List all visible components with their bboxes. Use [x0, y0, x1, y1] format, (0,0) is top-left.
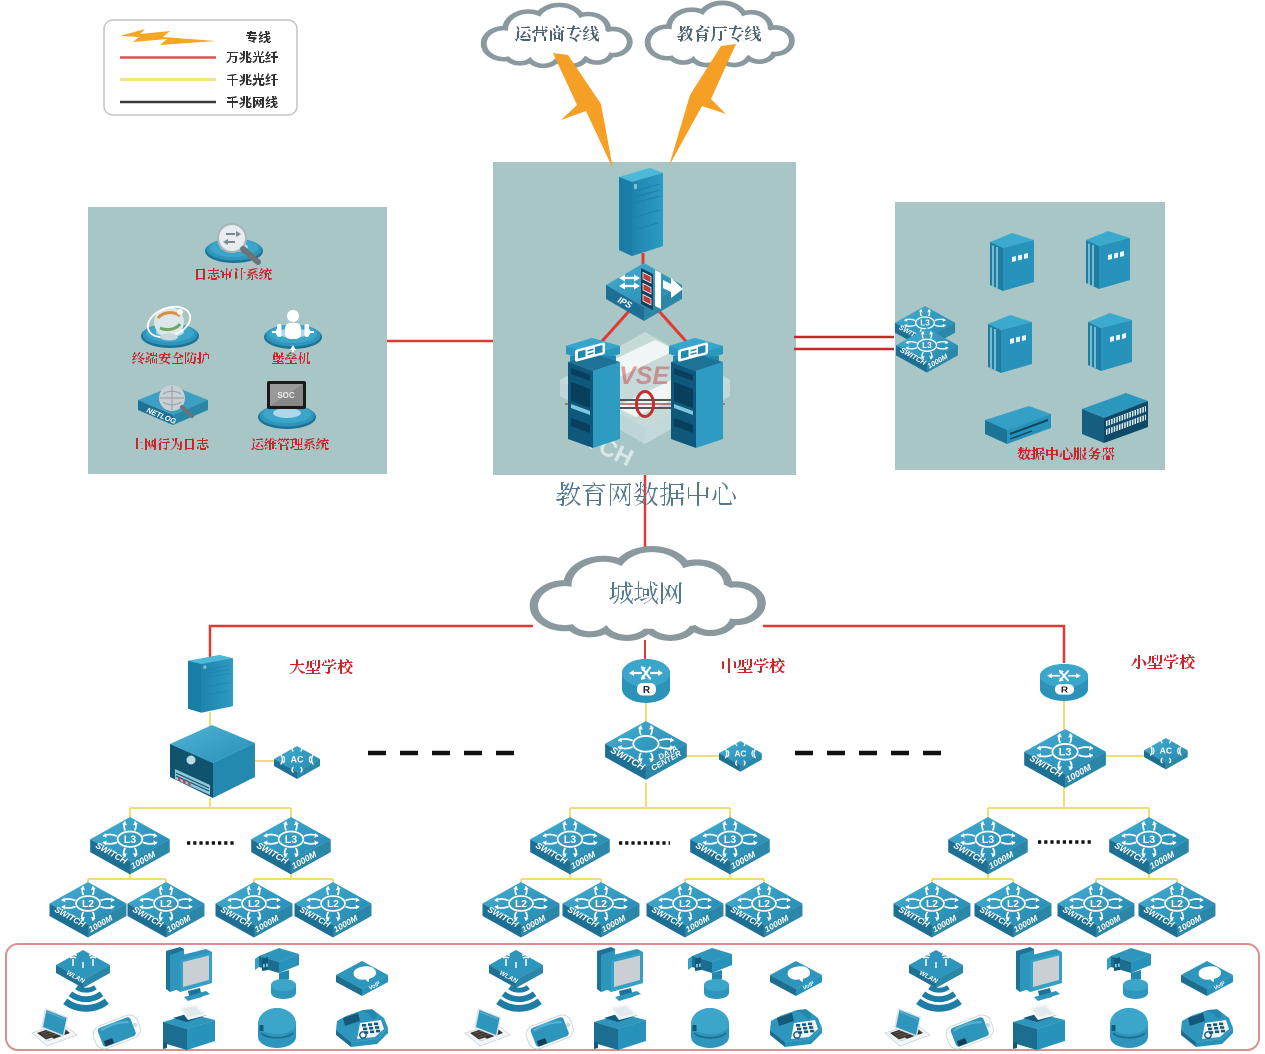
svg-text:L2: L2 — [926, 899, 938, 910]
svg-text:L2: L2 — [327, 899, 339, 910]
svg-text:L2: L2 — [758, 899, 770, 910]
svg-text:L2: L2 — [1090, 899, 1102, 910]
svg-text:L3: L3 — [724, 834, 736, 846]
svg-text:L3: L3 — [285, 834, 297, 846]
svg-text:L3: L3 — [922, 341, 932, 350]
svg-text:VSE: VSE — [619, 362, 670, 390]
svg-text:L3: L3 — [920, 319, 930, 328]
svg-text:L2: L2 — [1171, 899, 1183, 910]
svg-text:L3: L3 — [1143, 834, 1155, 846]
svg-text:L2: L2 — [1007, 899, 1019, 910]
svg-text:SOC: SOC — [277, 391, 295, 400]
svg-text:L3: L3 — [982, 834, 994, 846]
svg-text:L3: L3 — [124, 834, 136, 846]
svg-text:L3: L3 — [564, 834, 576, 846]
svg-text:L2: L2 — [515, 899, 527, 910]
svg-text:L2: L2 — [679, 899, 691, 910]
svg-text:L2: L2 — [82, 899, 94, 910]
svg-text:L3: L3 — [1059, 747, 1072, 759]
svg-text:L2: L2 — [160, 899, 172, 910]
svg-text:L2: L2 — [248, 899, 260, 910]
svg-text:L2: L2 — [595, 899, 607, 910]
